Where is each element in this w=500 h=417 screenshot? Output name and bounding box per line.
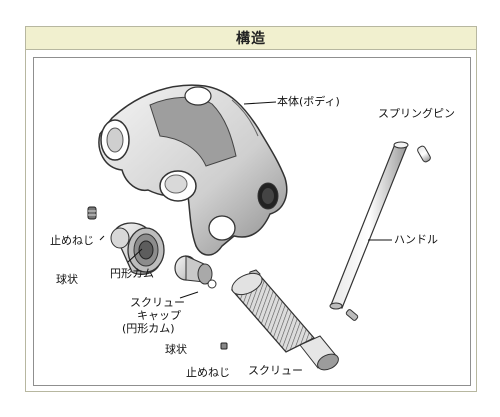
label-ball: 球状 [56,273,78,286]
screw-cap-part [174,255,217,289]
label-set-screw-2: 止めねじ [186,366,230,379]
body-part [98,84,288,256]
title-bar: 構造 [25,26,477,50]
label-screw-cap-line1: スクリュー [130,296,185,309]
leader-lines [99,101,392,299]
label-set-screw: 止めねじ [50,234,94,247]
set-screw-part-2 [220,342,228,350]
label-screw-cap-line3: (円形カム) [122,322,175,335]
spring-pin-part [417,145,431,163]
circle-cam-part [110,222,165,275]
label-circle-cam: 円形カム [110,267,154,280]
label-spring-pin: スプリングピン [378,107,455,120]
set-screw-part [87,206,97,220]
handle-part [329,141,409,321]
label-handle: ハンドル [394,233,438,246]
label-screw-cap-line2: キャップ [137,309,181,322]
screw-part [230,272,339,371]
label-body: 本体(ボディ) [277,95,340,108]
label-screw: スクリュー [248,364,303,377]
label-ball-2: 球状 [165,343,187,356]
page-title: 構造 [236,31,266,47]
